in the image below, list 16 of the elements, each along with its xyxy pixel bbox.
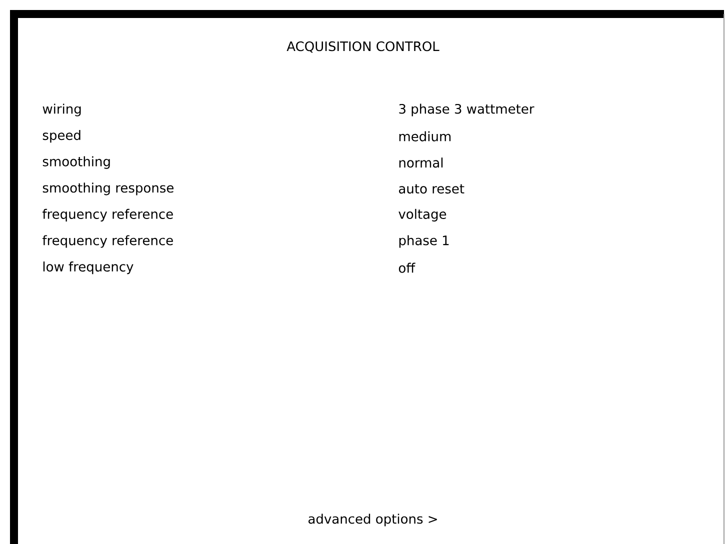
setting-name: low frequency — [43, 262, 134, 274]
setting-name: frequency reference — [42, 208, 173, 222]
setting-value: off — [398, 262, 416, 273]
setting-name: frequency reference — [42, 235, 173, 248]
setting-value: voltage — [398, 208, 446, 222]
setting-name: speed — [42, 130, 80, 143]
setting-value: medium — [399, 131, 451, 142]
setting-name: smoothing — [42, 156, 110, 169]
screen-title: ACQUISITION CONTROL — [286, 41, 440, 53]
setting-value: phase 1 — [399, 235, 449, 248]
setting-name: wiring — [42, 104, 81, 116]
setting-value: 3 phase 3 wattmeter — [399, 104, 534, 116]
setting-value: auto reset — [399, 184, 464, 194]
menu-link: advanced options > — [308, 514, 437, 526]
setting-name: smoothing response — [42, 182, 174, 196]
setting-value: normal — [399, 158, 443, 168]
